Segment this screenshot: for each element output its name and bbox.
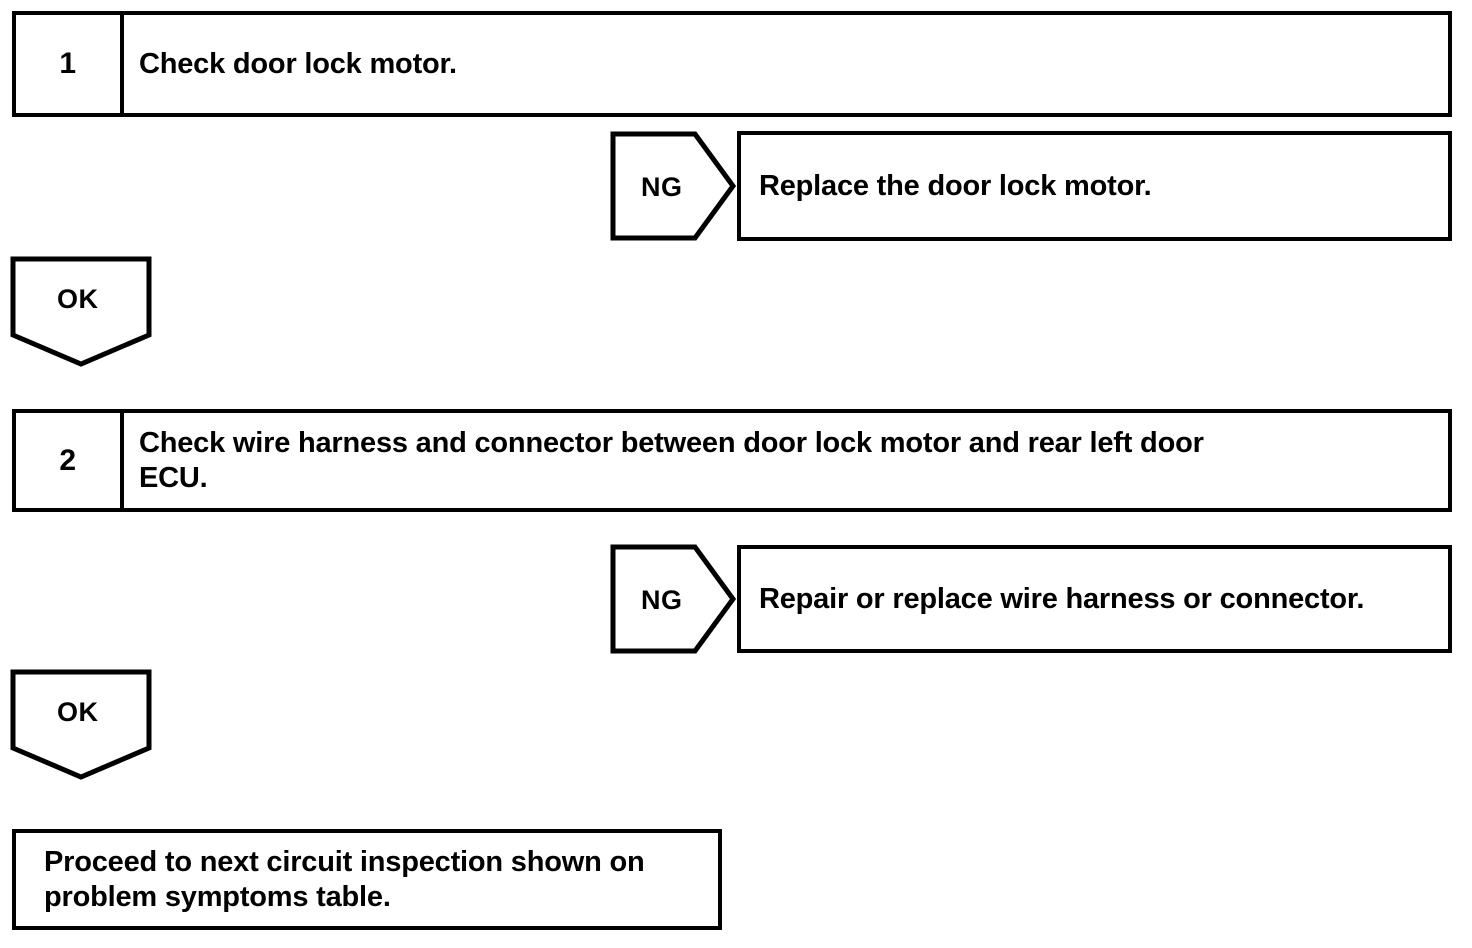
step-2-ok-arrow xyxy=(10,669,154,781)
final-outcome-box[interactable]: Proceed to next circuit inspection shown… xyxy=(12,829,722,930)
ok-arrow-shape-1 xyxy=(10,256,152,367)
step-1-number: 1 xyxy=(16,15,124,113)
step-2-instruction-line-1: Check wire harness and connector between… xyxy=(139,427,1204,460)
step-1-ng-result-box[interactable]: Replace the door lock motor. xyxy=(737,131,1452,241)
ng-arrow-shape-1 xyxy=(610,131,736,241)
ng-arrow-shape-2 xyxy=(610,544,736,654)
step-2-ng-arrow xyxy=(610,544,736,654)
step-1-text-cell: Check door lock motor. xyxy=(124,15,1448,113)
final-outcome-line-1: Proceed to next circuit inspection shown… xyxy=(44,846,645,878)
final-outcome-line-2: problem symptoms table. xyxy=(44,880,391,913)
step-2-number: 2 xyxy=(16,413,124,508)
step-1-box[interactable]: 1 Check door lock motor. xyxy=(12,11,1452,117)
step-1-ok-arrow xyxy=(10,256,154,368)
step-2-ng-result-text: Repair or replace wire harness or connec… xyxy=(759,582,1365,615)
ok-arrow-shape-2 xyxy=(10,669,152,780)
step-1-ng-arrow xyxy=(610,131,736,241)
step-1-instruction: Check door lock motor. xyxy=(139,47,457,80)
step-1-ng-result-text: Replace the door lock motor. xyxy=(759,169,1152,202)
step-2-ng-result-box[interactable]: Repair or replace wire harness or connec… xyxy=(737,545,1452,653)
step-2-box[interactable]: 2 Check wire harness and connector betwe… xyxy=(12,409,1452,512)
step-2-instruction-line-2: ECU. xyxy=(139,461,208,494)
step-2-text-cell: Check wire harness and connector between… xyxy=(124,413,1448,508)
